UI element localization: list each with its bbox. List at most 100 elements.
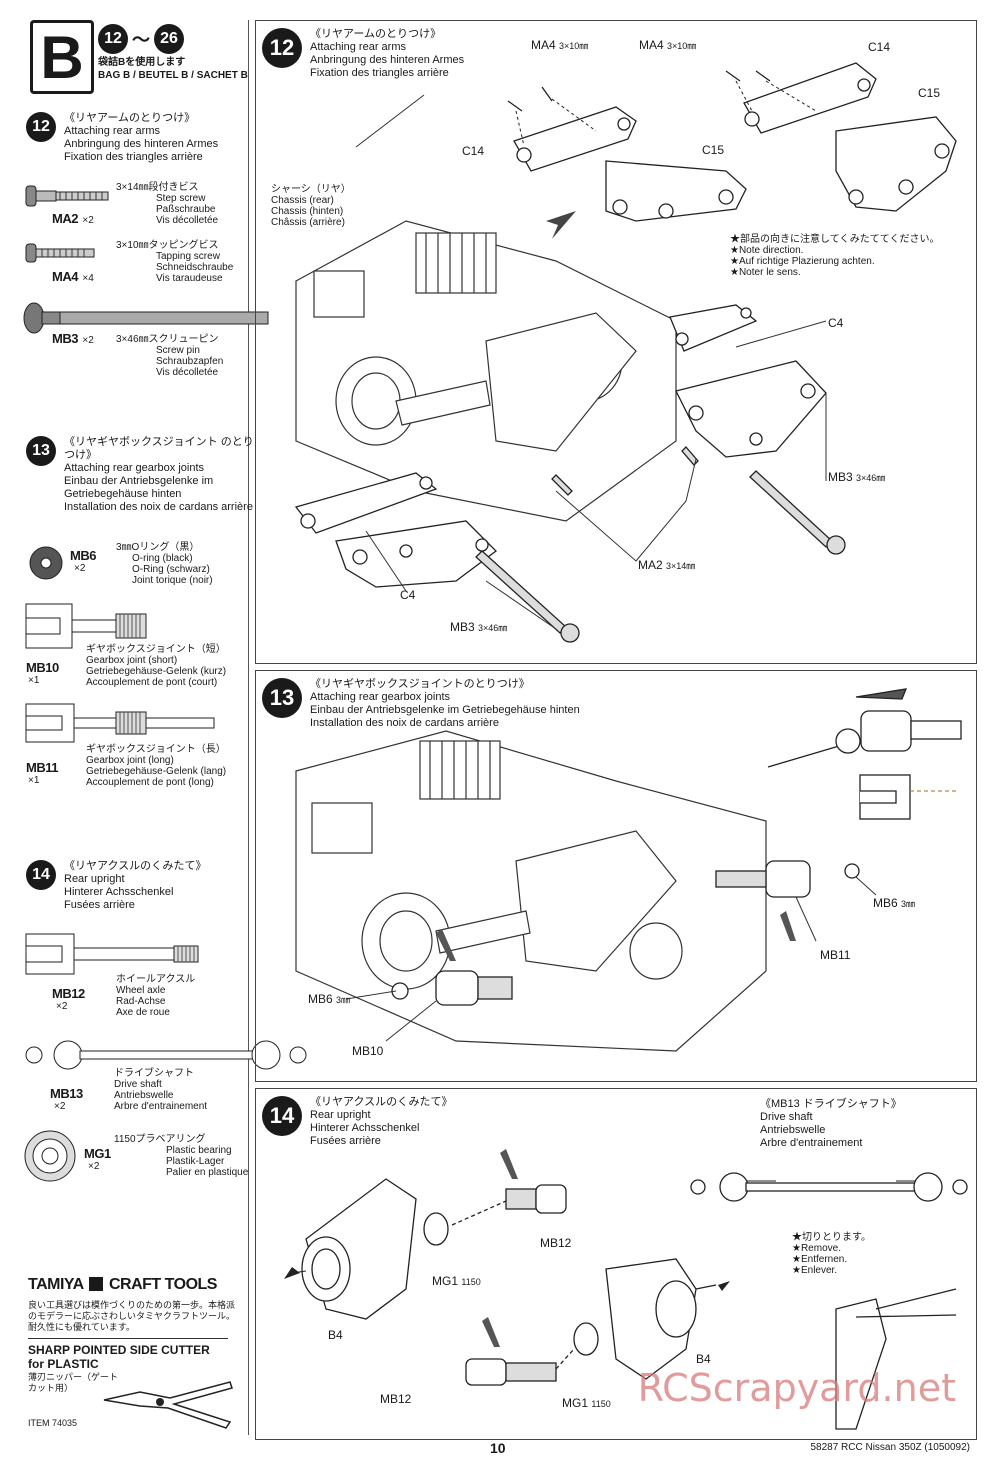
mb11-fr: Accouplement de pont (long) bbox=[86, 777, 214, 788]
mb13-fr: Arbre d'entrainement bbox=[114, 1101, 208, 1112]
o-ring-icon bbox=[29, 546, 63, 580]
p13-mb10: MB10 bbox=[352, 1044, 384, 1058]
sidebar-step12-title-de: Anbringung des hinteren Armes bbox=[64, 138, 219, 150]
sidebar-step12-title: 《リヤアームのとりつけ》 Attaching rear arms Anbring… bbox=[64, 112, 218, 164]
mb6-code-row: MB6 ×2 bbox=[70, 548, 96, 574]
p12-note-de: ★Auf richtige Plazierung achten. bbox=[730, 256, 875, 267]
mb13-jp: ドライブシャフト bbox=[114, 1068, 194, 1079]
mb12-code-row: MB12 ×2 bbox=[52, 986, 85, 1012]
ma2-fr: Vis décolletée bbox=[156, 215, 219, 226]
sidebar-step14-title-fr: Fusées arrière bbox=[64, 899, 135, 911]
p14-b4-left: B4 bbox=[328, 1328, 343, 1342]
range-separator: 〜 bbox=[132, 30, 150, 50]
bag-step-range: 12 〜 26 bbox=[98, 24, 184, 54]
ma2-jp: 3×14㎜段付きビス bbox=[116, 182, 199, 193]
gearbox-joint-short-icon bbox=[25, 603, 147, 649]
p13-mb6-right-size: 3㎜ bbox=[901, 899, 916, 909]
sidebar-step13-title: 《リヤギヤボックスジョイント のとりつけ》 Attaching rear gea… bbox=[64, 436, 254, 514]
p13-mb6-left-size: 3㎜ bbox=[336, 995, 351, 1005]
p12-chassis-fr: Châssis (arrière) bbox=[271, 217, 345, 228]
panel13-badge: 13 bbox=[262, 678, 302, 718]
range-start-badge: 12 bbox=[98, 24, 128, 54]
panel14-title-de: Hinterer Achsschenkel bbox=[310, 1122, 420, 1134]
mb6-fr: Joint torique (noir) bbox=[132, 575, 213, 586]
footer-info: 58287 RCC Nissan 350Z (1050092) bbox=[810, 1442, 970, 1453]
watermark: RCScrapyard.net bbox=[637, 1366, 956, 1410]
p12-chassis-de: Chassis (hinten) bbox=[271, 206, 344, 217]
mb6-description: 3㎜Oリング（黒） O-ring (black) O-Ring (schwarz… bbox=[116, 542, 213, 586]
p12-ma4-left-size: 3×10㎜ bbox=[559, 41, 589, 51]
panel14-title-jp: 《リヤアクスルのくみたて》 bbox=[310, 1096, 453, 1108]
ma2-qty: ×2 bbox=[82, 215, 94, 226]
p14-mg1-bottom: MG1 1150 bbox=[562, 1396, 611, 1410]
step-screw-icon bbox=[25, 185, 109, 207]
screw-pin-icon bbox=[23, 302, 269, 334]
ma4-code: MA4 bbox=[52, 269, 78, 284]
panel14-title-fr: Fusées arrière bbox=[310, 1135, 381, 1147]
panel12-title-en: Attaching rear arms bbox=[310, 41, 406, 53]
p12-ma4-right-size: 3×10㎜ bbox=[667, 41, 697, 51]
ma4-code-row: MA4 ×4 bbox=[52, 268, 94, 286]
side-cutter-title-1: SHARP POINTED SIDE CUTTER bbox=[28, 1343, 210, 1357]
tools-item-code: ITEM 74035 bbox=[28, 1418, 78, 1428]
p14-mg1-top: MG1 1150 bbox=[432, 1274, 481, 1288]
mg1-de: Plastik-Lager bbox=[166, 1156, 225, 1167]
p12-c4-right: C4 bbox=[828, 316, 844, 330]
sidebar-divider bbox=[248, 20, 249, 1435]
ma4-en: Tapping screw bbox=[156, 251, 220, 262]
p14-remove-jp: ★切りとります。 bbox=[792, 1232, 871, 1243]
p12-ma2-size: 3×14㎜ bbox=[666, 561, 696, 571]
ma2-de: Paßschraube bbox=[156, 204, 216, 215]
ma4-qty: ×4 bbox=[82, 273, 94, 284]
mb11-code-row: MB11 ×1 bbox=[26, 760, 58, 786]
mb11-en: Gearbox joint (long) bbox=[86, 755, 174, 766]
mb3-fr: Vis décolletée bbox=[156, 367, 219, 378]
panel14-title: 《リヤアクスルのくみたて》 Rear upright Hinterer Achs… bbox=[310, 1096, 453, 1148]
mb11-jp: ギヤボックスジョイント（長） bbox=[86, 744, 226, 755]
bag-note-multi: BAG B / BEUTEL B / SACHET B bbox=[98, 70, 248, 81]
p14-mg1-top-size: 1150 bbox=[461, 1277, 481, 1287]
panel13-header: 13 《リヤギヤボックスジョイントのとりつけ》 Attaching rear g… bbox=[262, 678, 580, 730]
side-cutter-jp: 薄刃ニッパー（ゲートカット用） bbox=[28, 1372, 119, 1393]
sidebar-step13-title-jp: 《リヤギヤボックスジョイント のとりつけ》 bbox=[64, 436, 254, 461]
plastic-bearing-icon bbox=[24, 1130, 76, 1182]
p12-chassis-jp: シャーシ（リヤ） bbox=[271, 184, 351, 195]
side-cutter-icon bbox=[103, 1381, 233, 1429]
sidebar-step14-title-jp: 《リヤアクスルのくみたて》 bbox=[64, 860, 207, 872]
mb10-description: ギヤボックスジョイント（短） Gearbox joint (short) Get… bbox=[86, 644, 226, 688]
p14-mb12-bottom: MB12 bbox=[380, 1392, 412, 1406]
sidebar-step14-title-en: Rear upright bbox=[64, 873, 125, 885]
sidebar-step14-title-de: Hinterer Achsschenkel bbox=[64, 886, 174, 898]
p12-ma4-right-code: MA4 bbox=[639, 38, 664, 52]
sidebar-step12-badge: 12 bbox=[26, 112, 56, 142]
p12-mb3-right-code: MB3 bbox=[828, 470, 853, 484]
panel14-header: 14 《リヤアクスルのくみたて》 Rear upright Hinterer A… bbox=[262, 1096, 453, 1148]
p12-mb3-left-size: 3×46㎜ bbox=[478, 623, 508, 633]
mg1-jp: 1150プラベアリング bbox=[114, 1134, 206, 1145]
p12-chassis-en: Chassis (rear) bbox=[271, 195, 334, 206]
p12-mb3-right: MB3 3×46㎜ bbox=[828, 470, 885, 484]
mb12-jp: ホイールアクスル bbox=[116, 974, 196, 985]
p12-c14-right: C14 bbox=[868, 40, 891, 54]
sidebar-step12-title-fr: Fixation des triangles arrière bbox=[64, 151, 203, 163]
panel12-header: 12 《リヤアームのとりつけ》 Attaching rear arms Anbr… bbox=[262, 28, 464, 80]
bag-letter: B bbox=[30, 20, 94, 94]
ma2-en: Step screw bbox=[156, 193, 206, 204]
ma4-jp: 3×10㎜タッピングビス bbox=[116, 240, 219, 251]
sidebar-step13-title-en: Attaching rear gearbox joints bbox=[64, 462, 205, 474]
tamiya-star-logo bbox=[89, 1277, 104, 1291]
sidebar-step13-title-fr: Installation des noix de cardans arrière bbox=[64, 501, 253, 513]
mb12-qty: ×2 bbox=[56, 1001, 68, 1012]
mb13-description: ドライブシャフト Drive shaft Antriebswelle Arbre… bbox=[114, 1068, 207, 1112]
p12-ma4-left: MA4 3×10㎜ bbox=[531, 38, 588, 52]
sidebar-step12-title-en: Attaching rear arms bbox=[64, 125, 160, 137]
ma4-de: Schneidschraube bbox=[156, 262, 234, 273]
side-cutter-title: SHARP POINTED SIDE CUTTER for PLASTIC bbox=[28, 1343, 228, 1371]
mb12-code: MB12 bbox=[52, 986, 85, 1001]
p14-mb12-top: MB12 bbox=[540, 1236, 572, 1250]
panel14-badge: 14 bbox=[262, 1096, 302, 1136]
mb6-jp: 3㎜Oリング（黒） bbox=[116, 542, 200, 553]
p12-note-jp: ★部品の向きに注意してくみたててください。 bbox=[730, 234, 940, 245]
p14-mb13-box: 《MB13 ドライブシャフト》 Drive shaft Antriebswell… bbox=[760, 1098, 902, 1150]
panel-step14 bbox=[255, 1088, 977, 1440]
